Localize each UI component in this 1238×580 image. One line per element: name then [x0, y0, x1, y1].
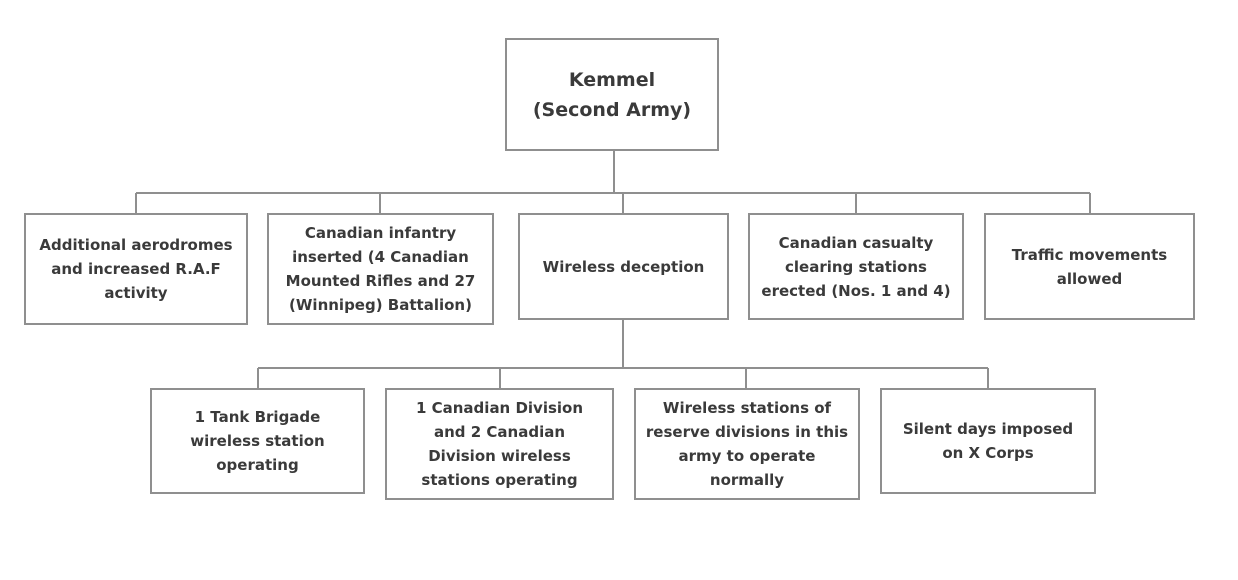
node-canadian-divisions: 1 Canadian Division and 2 Canadian Divis…: [385, 388, 614, 500]
node-silent-days: Silent days imposed on X Corps: [880, 388, 1096, 494]
node-additional-aerodromes: Additional aerodromes and increased R.A.…: [24, 213, 248, 325]
node-wireless-deception: Wireless deception: [518, 213, 729, 320]
node-reserve-divisions: Wireless stations of reserve divisions i…: [634, 388, 860, 500]
node-kemmel-second-army: Kemmel (Second Army): [505, 38, 719, 151]
node-tank-brigade: 1 Tank Brigade wireless station operatin…: [150, 388, 365, 494]
node-traffic-movements: Traffic movements allowed: [984, 213, 1195, 320]
node-casualty-clearing-stations: Canadian casualty clearing stations erec…: [748, 213, 964, 320]
node-canadian-infantry: Canadian infantry inserted (4 Canadian M…: [267, 213, 494, 325]
